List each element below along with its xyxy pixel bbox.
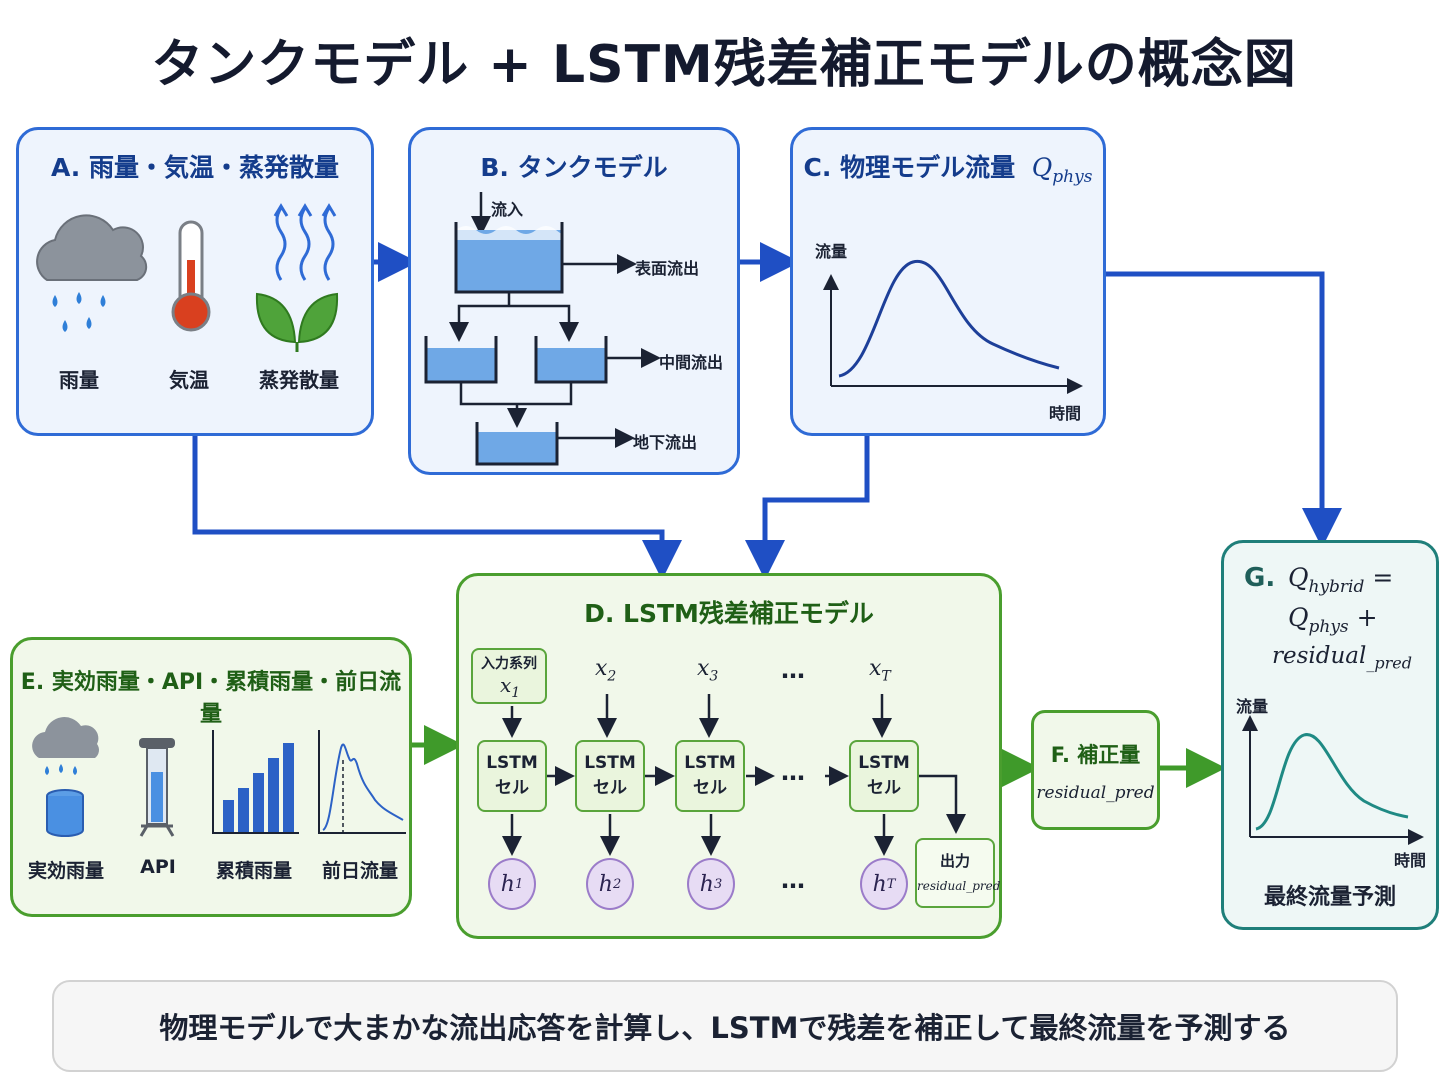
input-x3: x3	[697, 656, 719, 685]
label-intermediate-runoff: 中間流出	[659, 353, 724, 372]
panel-c-title-text: C. 物理モデル流量	[803, 153, 1016, 182]
label-inflow: 流入	[491, 200, 524, 219]
physical-hydrograph	[823, 260, 1083, 394]
g-y-axis-label: 流量	[1236, 697, 1269, 716]
panel-f-title: F. 補正量	[1050, 743, 1141, 767]
tank-middle-right	[534, 336, 608, 384]
panel-a-icons	[36, 203, 339, 352]
panel-lstm-inputs: E. 実効雨量・API・累積雨量・前日流量 実効雨量 API	[10, 637, 412, 917]
input-xT: xT	[869, 656, 891, 685]
panel-physical-flow: C. 物理モデル流量 Qphys 流量 時間	[790, 127, 1106, 436]
lstm-flow-arrows	[502, 694, 966, 856]
tank-middle-left	[424, 336, 498, 384]
rain-cloud-icon	[36, 214, 148, 332]
label-api: API	[140, 856, 176, 878]
label-evapotranspiration: 蒸発散量	[259, 368, 339, 392]
panel-e-title: E. 実効雨量・API・累積雨量・前日流量	[20, 670, 402, 727]
q-phys-symbol: Qphys	[1031, 153, 1093, 187]
c-x-axis-label: 時間	[1049, 404, 1082, 423]
q-phys-curve	[838, 260, 1060, 378]
diagram-title: タンクモデル + LSTM残差補正モデルの概念図	[151, 35, 1297, 95]
lstm-cell-T: LSTM セル	[849, 740, 919, 812]
label-cumulative-rainfall: 累積雨量	[215, 860, 292, 882]
q-hybrid-curve	[1255, 733, 1409, 831]
panel-correction: F. 補正量 residual_pred	[1031, 710, 1160, 830]
lstm-cell-2: LSTM セル	[575, 740, 645, 812]
tank-diagram	[424, 192, 661, 466]
final-prediction-caption: 最終流量予測	[1263, 885, 1396, 910]
panel-lstm-model: D. LSTM残差補正モデル 入力系列 x1 x2 x3 … xT LSTM セ…	[456, 573, 1002, 939]
input-series-label: 入力系列	[481, 656, 537, 672]
hybrid-hydrograph	[1242, 715, 1424, 845]
lstm-cell-1: LSTM セル	[477, 740, 547, 812]
label-previous-day-flow: 前日流量	[321, 860, 398, 882]
rain-bucket-icon	[32, 717, 99, 837]
cell-ellipsis: …	[781, 758, 807, 786]
arrow-c-to-d	[745, 436, 870, 580]
leaf-evaporation-icon	[273, 203, 337, 281]
output-label: 出力	[939, 852, 970, 870]
formula-line-1: Qhybrid =	[1288, 563, 1394, 597]
label-rainfall: 雨量	[59, 368, 99, 392]
output-value: residual_pred	[917, 879, 1001, 893]
tank-bottom	[475, 422, 559, 466]
arrow-c-to-g	[1106, 271, 1342, 548]
panel-b-title: B. タンクモデル	[480, 153, 668, 182]
input-x2: x2	[595, 656, 617, 685]
label-temperature: 気温	[169, 368, 209, 392]
label-groundwater-runoff: 地下流出	[633, 433, 698, 452]
panel-e-icons	[32, 717, 406, 837]
hidden-ellipsis: …	[781, 866, 807, 894]
thermometer-icon	[171, 220, 211, 332]
panel-d-title: D. LSTM残差補正モデル	[584, 599, 874, 628]
label-surface-runoff: 表面流出	[635, 259, 700, 278]
panel-tank-model: B. タンクモデル 流	[408, 127, 740, 475]
summary-caption: 物理モデルで大まかな流出応答を計算し、LSTMで残差を補正して最終流量を予測する	[52, 980, 1398, 1072]
panel-inputs-weather: A. 雨量・気温・蒸発散量 雨量 気温 蒸発散量	[16, 127, 374, 436]
g-x-axis-label: 時間	[1394, 851, 1427, 870]
lstm-cell-3: LSTM セル	[675, 740, 745, 812]
panel-a-title: A. 雨量・気温・蒸発散量	[50, 153, 339, 182]
formula-line-3: residual_pred	[1272, 643, 1412, 673]
hydrograph-icon	[318, 730, 406, 834]
input-ellipsis: …	[781, 656, 807, 684]
formula-line-2: Qphys +	[1288, 603, 1378, 637]
lstm-output-box: 出力 residual_pred	[915, 838, 1001, 908]
tank-top	[454, 222, 564, 294]
leaf-icon	[255, 292, 339, 352]
c-y-axis-label: 流量	[815, 242, 848, 261]
residual-pred-value: residual_pred	[1036, 783, 1155, 803]
panel-g-prefix: G.	[1244, 563, 1276, 593]
panel-c-title: C. 物理モデル流量 Qphys	[793, 148, 1103, 187]
gauge-tube-icon	[139, 738, 175, 837]
input-x1: x1	[500, 673, 521, 701]
bar-chart-icon	[212, 730, 299, 834]
input-series-box: 入力系列 x1	[471, 648, 547, 704]
arrow-a-to-d	[192, 436, 682, 580]
panel-final-prediction: G. Qhybrid = Qphys + residual_pred 流量 時間…	[1221, 540, 1439, 930]
label-effective-rainfall: 実効雨量	[27, 860, 104, 882]
